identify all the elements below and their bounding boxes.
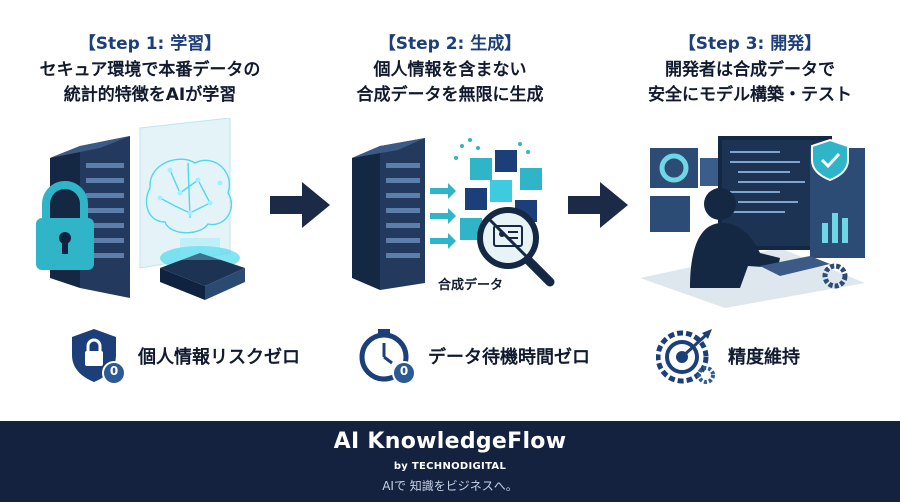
step-2-benefit-label: データ待機時間ゼロ — [428, 347, 590, 368]
footer-company: by TECHNODIGITAL — [393, 461, 507, 472]
step-2-desc-line2: 合成データを無限に生成 — [356, 85, 544, 105]
step-3-desc-line2: 安全にモデル構築・テスト — [648, 85, 852, 105]
step-3-benefit: 精度維持 — [656, 326, 800, 386]
step-3-desc-line1: 開発者は合成データで — [665, 60, 835, 80]
step-2: 【Step 2: 生成】 個人情報を含まない 合成データを無限に生成 — [300, 0, 600, 420]
step-1-desc-line2: 統計的特徴をAIが学習 — [63, 85, 237, 105]
step-3-heading: 【Step 3: 開発】 — [678, 34, 822, 54]
step-1: 【Step 1: 学習】 セキュア環境で本番データの 統計的特徴をAIが学習 — [0, 0, 300, 420]
step-2-desc-line1: 個人情報を含まない — [373, 60, 527, 80]
step-2-description: 個人情報を含まない 合成データを無限に生成 — [300, 58, 600, 108]
step-3: 【Step 3: 開発】 開発者は合成データで 安全にモデル構築・テスト — [600, 0, 900, 420]
developer-monitors-icon — [630, 118, 870, 308]
step-1-benefit-label: 個人情報リスクゼロ — [138, 347, 300, 368]
step-3-benefit-label: 精度維持 — [728, 347, 800, 368]
step-1-desc-line1: セキュア環境で本番データの — [39, 60, 261, 80]
shield-lock-icon — [72, 329, 126, 385]
step-1-benefit: 0 個人情報リスクゼロ — [68, 326, 300, 386]
footer-tagline: AIで 知識をビジネスへ。 — [382, 479, 518, 493]
step-3-description: 開発者は合成データで 安全にモデル構築・テスト — [600, 58, 900, 108]
footer-banner: AI KnowledgeFlow by TECHNODIGITAL AIで 知識… — [0, 421, 900, 502]
server-lock-brain-icon — [30, 117, 270, 308]
step-2-heading: 【Step 2: 生成】 — [378, 34, 522, 54]
step-2-zero-badge: 0 — [399, 364, 409, 378]
arrow-right-icon — [568, 182, 628, 228]
stopwatch-icon — [359, 329, 416, 385]
step-1-heading: 【Step 1: 学習】 — [78, 34, 222, 54]
synthetic-data-label: 合成データ — [438, 278, 504, 293]
arrow-right-icon — [270, 182, 330, 228]
server-synthetic-data-icon — [330, 118, 570, 308]
step-1-zero-badge: 0 — [109, 364, 119, 378]
footer-brand-title: AI KnowledgeFlow — [333, 429, 567, 454]
step-1-description: セキュア環境で本番データの 統計的特徴をAIが学習 — [0, 58, 300, 108]
step-2-benefit: 0 データ待機時間ゼロ — [358, 326, 590, 386]
target-gear-icon — [656, 329, 715, 384]
